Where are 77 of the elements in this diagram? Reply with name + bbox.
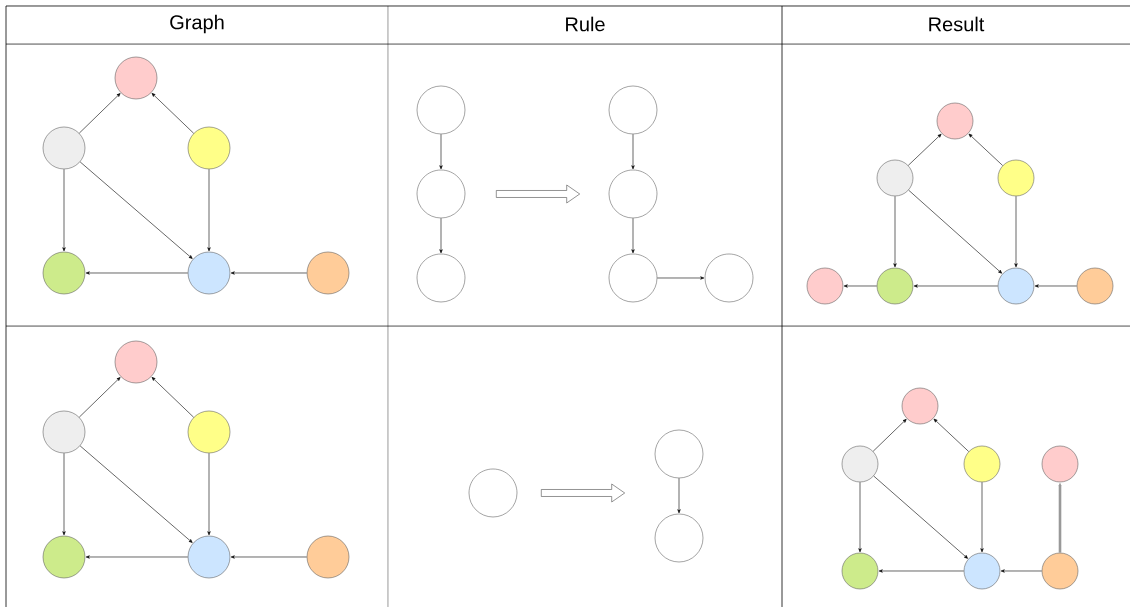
circle-node bbox=[42, 535, 86, 579]
circle-node bbox=[654, 429, 704, 479]
arrow bbox=[439, 218, 443, 254]
arrow bbox=[872, 418, 907, 452]
arrow bbox=[1058, 483, 1062, 553]
arrow bbox=[908, 189, 1003, 274]
arrow bbox=[873, 475, 968, 559]
arrow bbox=[85, 555, 188, 559]
arrow bbox=[207, 453, 211, 536]
circle-node bbox=[187, 251, 231, 295]
circle-node bbox=[306, 535, 350, 579]
arrow bbox=[657, 276, 705, 280]
circle-node bbox=[963, 445, 1001, 483]
arrow bbox=[858, 482, 862, 553]
circle-node bbox=[416, 253, 466, 303]
arrow bbox=[893, 196, 897, 268]
arrow bbox=[79, 161, 193, 259]
circle-node bbox=[42, 126, 86, 170]
circle-node bbox=[608, 85, 658, 135]
arrow bbox=[85, 271, 188, 275]
arrow bbox=[1034, 284, 1077, 288]
arrow bbox=[439, 134, 443, 170]
arrow bbox=[1000, 569, 1042, 573]
arrow bbox=[62, 453, 66, 536]
circle-node bbox=[114, 340, 158, 384]
circle-node bbox=[654, 513, 704, 563]
circle-node bbox=[416, 169, 466, 219]
arrow bbox=[207, 169, 211, 252]
rewrite-arrow bbox=[496, 184, 580, 204]
circle-node bbox=[187, 535, 231, 579]
circle-node bbox=[1041, 552, 1079, 590]
circle-node bbox=[1041, 445, 1079, 483]
column-header: Graph bbox=[170, 14, 224, 34]
arrow bbox=[230, 555, 307, 559]
arrow bbox=[968, 133, 1003, 166]
circle-node bbox=[416, 85, 466, 135]
rewrite-arrow bbox=[541, 483, 625, 503]
circle-node bbox=[841, 445, 879, 483]
arrow bbox=[62, 169, 66, 252]
circle-node bbox=[901, 387, 939, 425]
circle-node bbox=[187, 410, 231, 454]
arrow bbox=[151, 93, 194, 134]
circle-node bbox=[876, 267, 914, 305]
circle-node bbox=[841, 552, 879, 590]
circle-node bbox=[997, 159, 1035, 197]
arrow bbox=[843, 284, 877, 288]
circle-node bbox=[608, 253, 658, 303]
circle-node bbox=[1076, 267, 1114, 305]
circle-node bbox=[704, 253, 754, 303]
circle-node bbox=[114, 56, 158, 100]
arrow bbox=[631, 218, 635, 254]
circle-node bbox=[806, 267, 844, 305]
arrow bbox=[631, 134, 635, 170]
arrow bbox=[913, 284, 998, 288]
circle-node bbox=[936, 102, 974, 140]
circle-node bbox=[963, 552, 1001, 590]
arrow bbox=[878, 569, 964, 573]
circle-node bbox=[42, 410, 86, 454]
circle-node bbox=[306, 251, 350, 295]
arrow bbox=[1014, 196, 1018, 268]
column-header: Result bbox=[929, 16, 985, 32]
arrow bbox=[79, 93, 121, 134]
arrow bbox=[907, 133, 942, 166]
column-header: Rule bbox=[566, 16, 605, 32]
circle-node bbox=[608, 169, 658, 219]
arrow bbox=[933, 418, 969, 452]
circle-node bbox=[187, 126, 231, 170]
circle-node bbox=[468, 468, 518, 518]
arrow bbox=[79, 377, 121, 418]
circle-node bbox=[997, 267, 1035, 305]
circle-node bbox=[42, 251, 86, 295]
arrow bbox=[151, 377, 194, 418]
arrow bbox=[980, 482, 984, 553]
arrow bbox=[230, 271, 307, 275]
arrow bbox=[79, 445, 193, 543]
arrow bbox=[677, 478, 681, 514]
circle-node bbox=[876, 159, 914, 197]
